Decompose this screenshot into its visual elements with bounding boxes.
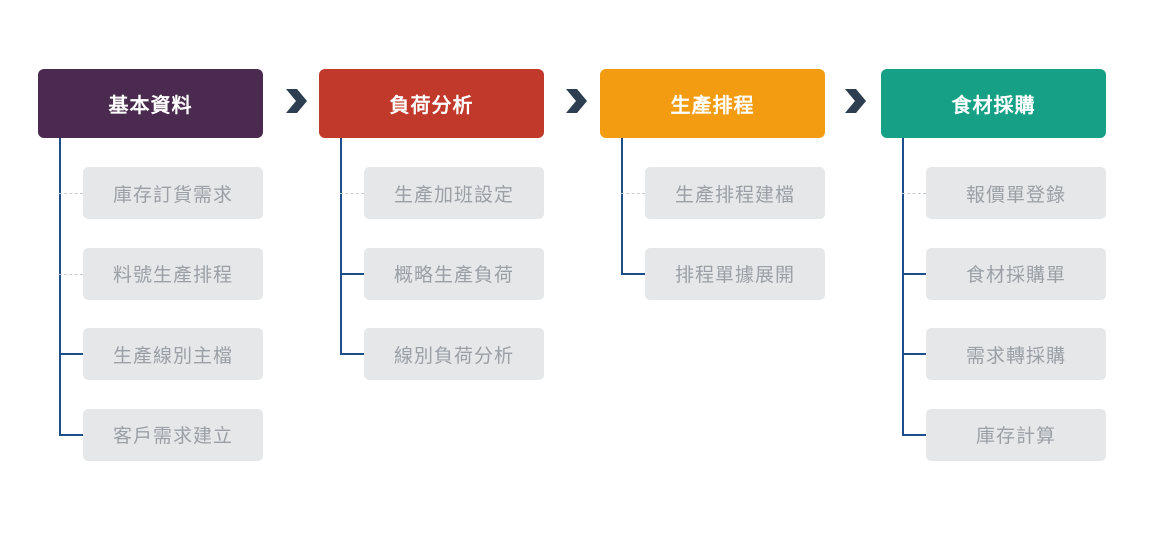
tree-connector <box>59 353 83 355</box>
sub-item[interactable]: 客戶需求建立 <box>83 408 263 461</box>
tree-connector <box>340 353 364 355</box>
tree-connector <box>621 193 645 194</box>
column-header[interactable]: 基本資料 <box>38 69 263 138</box>
column-3: 生產排程生產排程建檔排程單據展開 <box>600 0 825 550</box>
tree-connector <box>902 272 926 275</box>
tree-vertical-line <box>902 138 904 436</box>
column-1: 基本資料庫存訂貨需求料號生產排程生產線別主檔客戶需求建立 <box>38 0 263 550</box>
column-header[interactable]: 生產排程 <box>600 69 825 138</box>
sub-item[interactable]: 庫存訂貨需求 <box>83 167 263 219</box>
sub-item[interactable]: 生產加班設定 <box>364 167 544 219</box>
tree-connector <box>902 353 926 355</box>
column-4: 食材採購報價單登錄食材採購單需求轉採購庫存計算 <box>881 0 1106 550</box>
sub-item[interactable]: 需求轉採購 <box>926 328 1106 380</box>
tree-connector <box>902 433 926 436</box>
chevron-right-icon <box>845 89 866 113</box>
sub-item[interactable]: 食材採購單 <box>926 247 1106 300</box>
tree-connector <box>902 193 926 194</box>
tree-connector <box>59 433 83 436</box>
chevron-right-icon <box>566 89 587 113</box>
tree-vertical-line <box>621 138 623 275</box>
column-2: 負荷分析生產加班設定概略生產負荷線別負荷分析 <box>319 0 544 550</box>
tree-connector <box>59 273 83 275</box>
sub-item[interactable]: 排程單據展開 <box>645 247 825 300</box>
column-header[interactable]: 食材採購 <box>881 69 1106 138</box>
tree-connector <box>621 272 645 275</box>
tree-vertical-line <box>340 138 342 355</box>
column-header[interactable]: 負荷分析 <box>319 69 544 138</box>
tree-connector <box>59 193 83 194</box>
tree-connector <box>340 193 364 194</box>
sub-item[interactable]: 生產排程建檔 <box>645 167 825 219</box>
sub-item[interactable]: 報價單登錄 <box>926 167 1106 219</box>
sub-item[interactable]: 庫存計算 <box>926 408 1106 461</box>
sub-item[interactable]: 線別負荷分析 <box>364 328 544 380</box>
chevron-right-icon <box>286 89 307 113</box>
sub-item[interactable]: 生產線別主檔 <box>83 328 263 380</box>
sub-item[interactable]: 料號生產排程 <box>83 247 263 300</box>
tree-connector <box>340 272 364 275</box>
tree-vertical-line <box>59 138 61 436</box>
sub-item[interactable]: 概略生產負荷 <box>364 247 544 300</box>
